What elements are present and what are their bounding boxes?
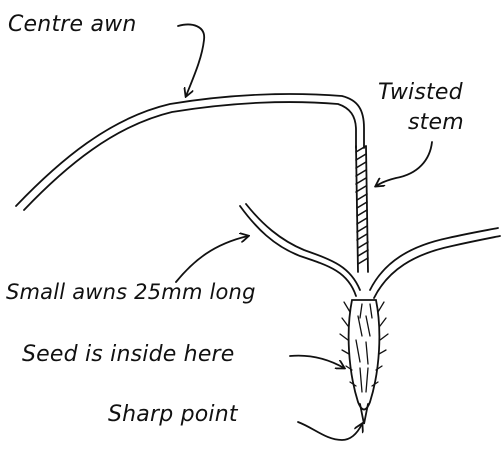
small-awns-pointer [176,236,248,282]
label-centre-awn: Centre awn [8,14,136,36]
label-twisted: Twisted [378,82,463,104]
label-small-awns: Small awns 25mm long [6,282,256,303]
label-stem: stem [408,112,464,134]
label-sharp-point: Sharp point [108,404,238,426]
label-seed-inside: Seed is inside here [22,344,235,366]
small-awn-left [240,204,360,296]
twisted-stem-pointer [376,142,432,186]
small-awn-right [370,228,500,298]
twisted-stem [356,146,368,272]
centre-awn-pointer [178,25,204,96]
centre-awn [16,94,364,210]
seed-body [340,300,388,424]
seed-pointer [290,356,344,368]
sharp-point-pointer [298,422,362,440]
